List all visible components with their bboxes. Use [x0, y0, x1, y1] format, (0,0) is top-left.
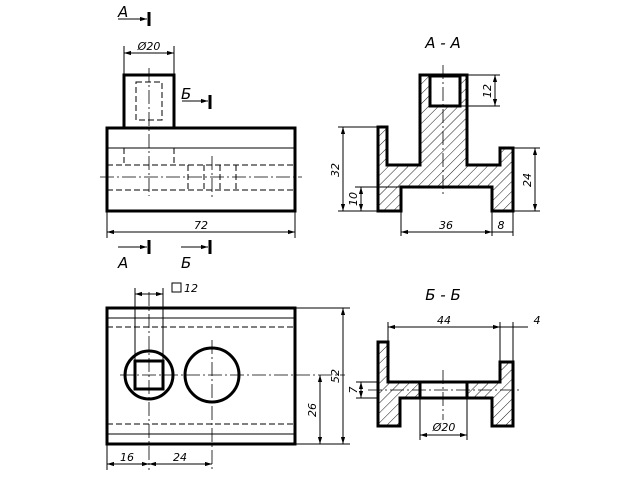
square-symbol-icon: [171, 282, 182, 293]
label-b-bottom: Б: [181, 254, 191, 272]
dim-offset-24: 24: [173, 451, 187, 464]
front-body-outline: [105, 126, 297, 213]
label-a-bottom: А: [117, 254, 128, 272]
dim-height-7: 7: [347, 387, 360, 394]
section-bb-right-profile: [465, 360, 515, 428]
dim-height-24: 24: [521, 173, 534, 187]
section-bb-view: Б - Б 44 4 7 Ø20: [347, 286, 541, 440]
dim-length-72: 72: [194, 219, 208, 232]
dim-width-4: 4: [534, 314, 541, 327]
section-aa-title: А - А: [424, 34, 460, 52]
dim-height-32: 32: [329, 163, 342, 177]
dim-offset-16: 16: [120, 451, 134, 464]
dim-height-26: 26: [306, 403, 319, 417]
section-aa-square-hole: [428, 74, 462, 108]
label-a-top: А: [117, 3, 128, 21]
dim-diameter-20: Ø20: [137, 40, 161, 53]
dim-width-44: 44: [437, 314, 451, 327]
dim-depth-12: 12: [481, 84, 494, 98]
dim-width-8: 8: [498, 219, 505, 232]
dim-height-52: 52: [329, 369, 342, 383]
plan-outline: [105, 306, 297, 446]
dim-diameter-20-bb: Ø20: [432, 421, 456, 434]
label-b-top: Б: [181, 85, 191, 103]
dim-square-12: 12: [184, 282, 198, 295]
dim-height-10: 10: [347, 192, 360, 206]
section-aa-view: А - А 12 32 10 24 36 8: [329, 34, 540, 236]
section-bb-title: Б - Б: [425, 286, 461, 304]
section-bb-left-profile: [376, 340, 422, 428]
plan-view: 12 52 26 16 24: [105, 282, 350, 470]
dim-width-36: 36: [439, 219, 453, 232]
section-aa-profile: [376, 73, 515, 213]
front-view: Ø20 72 А Б А Б: [100, 3, 302, 272]
